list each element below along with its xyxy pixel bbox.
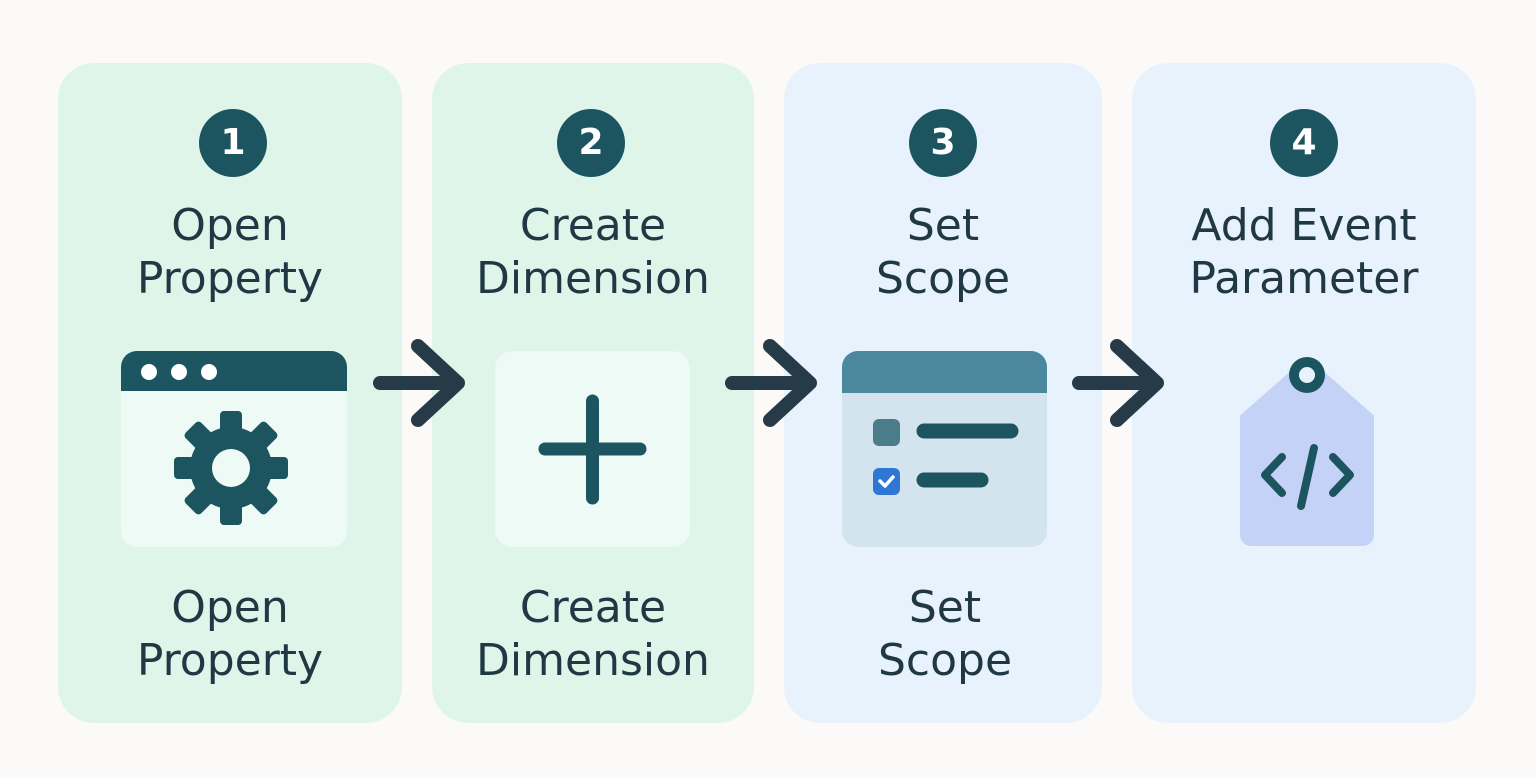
tag-shape [1240,357,1374,546]
step-caption-2-line-1: Create [519,582,667,633]
arrow-right-icon [725,339,817,427]
checkmark-icon [878,475,895,488]
step-title-4-line-1: Add Event [1191,200,1417,251]
checklist-window-icon [842,351,1047,547]
window-titlebar [121,351,347,391]
step-title-2-line-2: Dimension [476,253,710,304]
step-caption-2: Create Dimension [428,581,758,687]
step-caption-2-line-2: Dimension [476,635,710,686]
panel-header [842,351,1047,393]
step-number-badge-2: 2 [557,109,625,177]
arrow-right-icon [373,339,465,427]
window-dot-3 [201,364,217,380]
tag-hole [1299,367,1315,383]
window-dot-2 [171,364,187,380]
panel-body [842,351,1047,547]
window-dot-1 [141,364,157,380]
plus-symbol [538,394,647,505]
step-number-badge-1: 1 [199,109,267,177]
step-caption-3: Set Scope [780,581,1110,687]
step-caption-1: Open Property [65,581,395,687]
step-title-3-line-2: Scope [875,253,1011,304]
step-title-4: Add Event Parameter [1139,199,1469,305]
plus-icon [495,351,690,547]
checkbox-checked [873,468,900,495]
step-title-1-line-1: Open [171,200,289,251]
step-number-badge-4: 4 [1270,109,1338,177]
step-caption-3-line-1: Set [908,582,982,633]
step-title-4-line-2: Parameter [1189,253,1419,304]
code-brackets [1261,444,1354,510]
step-caption-1-line-1: Open [171,582,289,633]
checkbox-unchecked [873,419,900,446]
code-tag-icon [1240,357,1374,546]
step-title-1-line-2: Property [136,253,324,304]
step-title-1: Open Property [65,199,395,305]
step-title-2-line-1: Create [519,200,667,251]
step-number-badge-3: 3 [909,109,977,177]
settings-window-icon [121,351,347,547]
step-title-3-line-1: Set [906,200,980,251]
step-caption-1-line-2: Property [136,635,324,686]
step-caption-3-line-2: Scope [877,635,1013,686]
gear-icon [174,411,288,525]
step-title-3: Set Scope [778,199,1108,305]
step-title-2: Create Dimension [428,199,758,305]
arrow-right-icon [1072,339,1164,427]
